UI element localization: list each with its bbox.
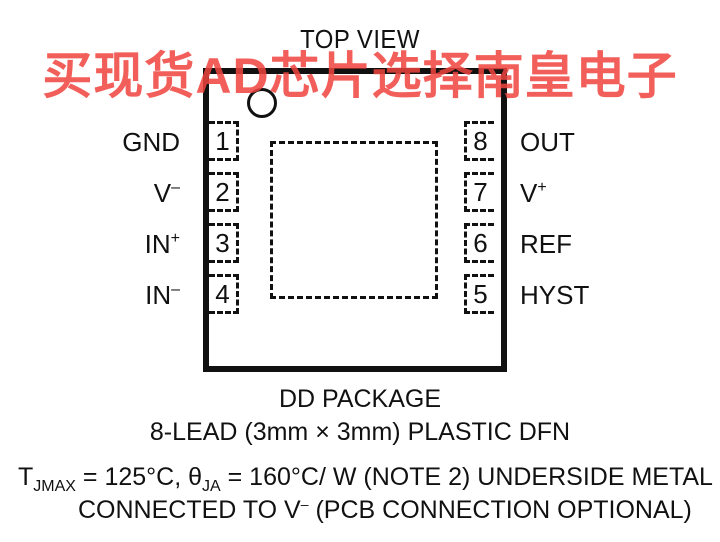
pin-3: 3	[209, 223, 239, 263]
pin-4: 4	[209, 274, 239, 314]
view-title: TOP VIEW	[300, 24, 420, 54]
pin-2: 2	[209, 172, 239, 212]
thermal-note-line2: CONNECTED TO V– (PCB CONNECTION OPTIONAL…	[78, 496, 692, 524]
pin-7: 7	[464, 172, 494, 212]
pin-label-v-minus: V–	[153, 178, 180, 208]
pin-label-hyst: HYST	[520, 280, 590, 310]
pin-label-gnd: GND	[122, 127, 180, 157]
pin-label-out: OUT	[520, 127, 575, 157]
package-name: DD PACKAGE	[278, 385, 442, 413]
pin-label-in-minus: IN–	[145, 280, 180, 310]
pin-8: 8	[464, 121, 494, 161]
exposed-pad	[270, 141, 438, 299]
pin1-indicator-dot	[247, 88, 277, 118]
watermark-text: 买现货AD芯片选择南皇电子	[42, 48, 678, 104]
pin-1: 1	[209, 121, 239, 161]
pin-label-in-plus: IN+	[144, 229, 180, 259]
package-description: 8-LEAD (3mm × 3mm) PLASTIC DFN	[149, 418, 571, 446]
thermal-note-line1: TJMAX = 125°C, θJA = 160°C/ W (NOTE 2) U…	[18, 463, 713, 495]
pin-6: 6	[464, 223, 494, 263]
pin-label-ref: REF	[520, 229, 572, 259]
pin-5: 5	[464, 274, 494, 314]
pin-label-v-plus: V+	[520, 178, 547, 208]
package-outline	[203, 68, 507, 372]
